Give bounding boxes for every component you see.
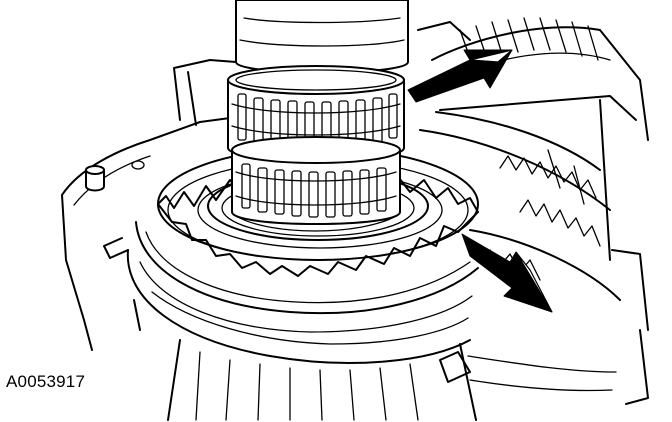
back-gear-upper <box>459 17 599 61</box>
arrow-lower <box>461 233 553 313</box>
needle-bearing-lower <box>231 136 401 232</box>
arrow-upper <box>407 49 513 103</box>
figure-label: A0053917 <box>6 372 86 391</box>
sleeve-body <box>126 221 479 421</box>
gear <box>419 111 621 392</box>
housing <box>61 21 649 405</box>
shaft <box>235 0 409 74</box>
